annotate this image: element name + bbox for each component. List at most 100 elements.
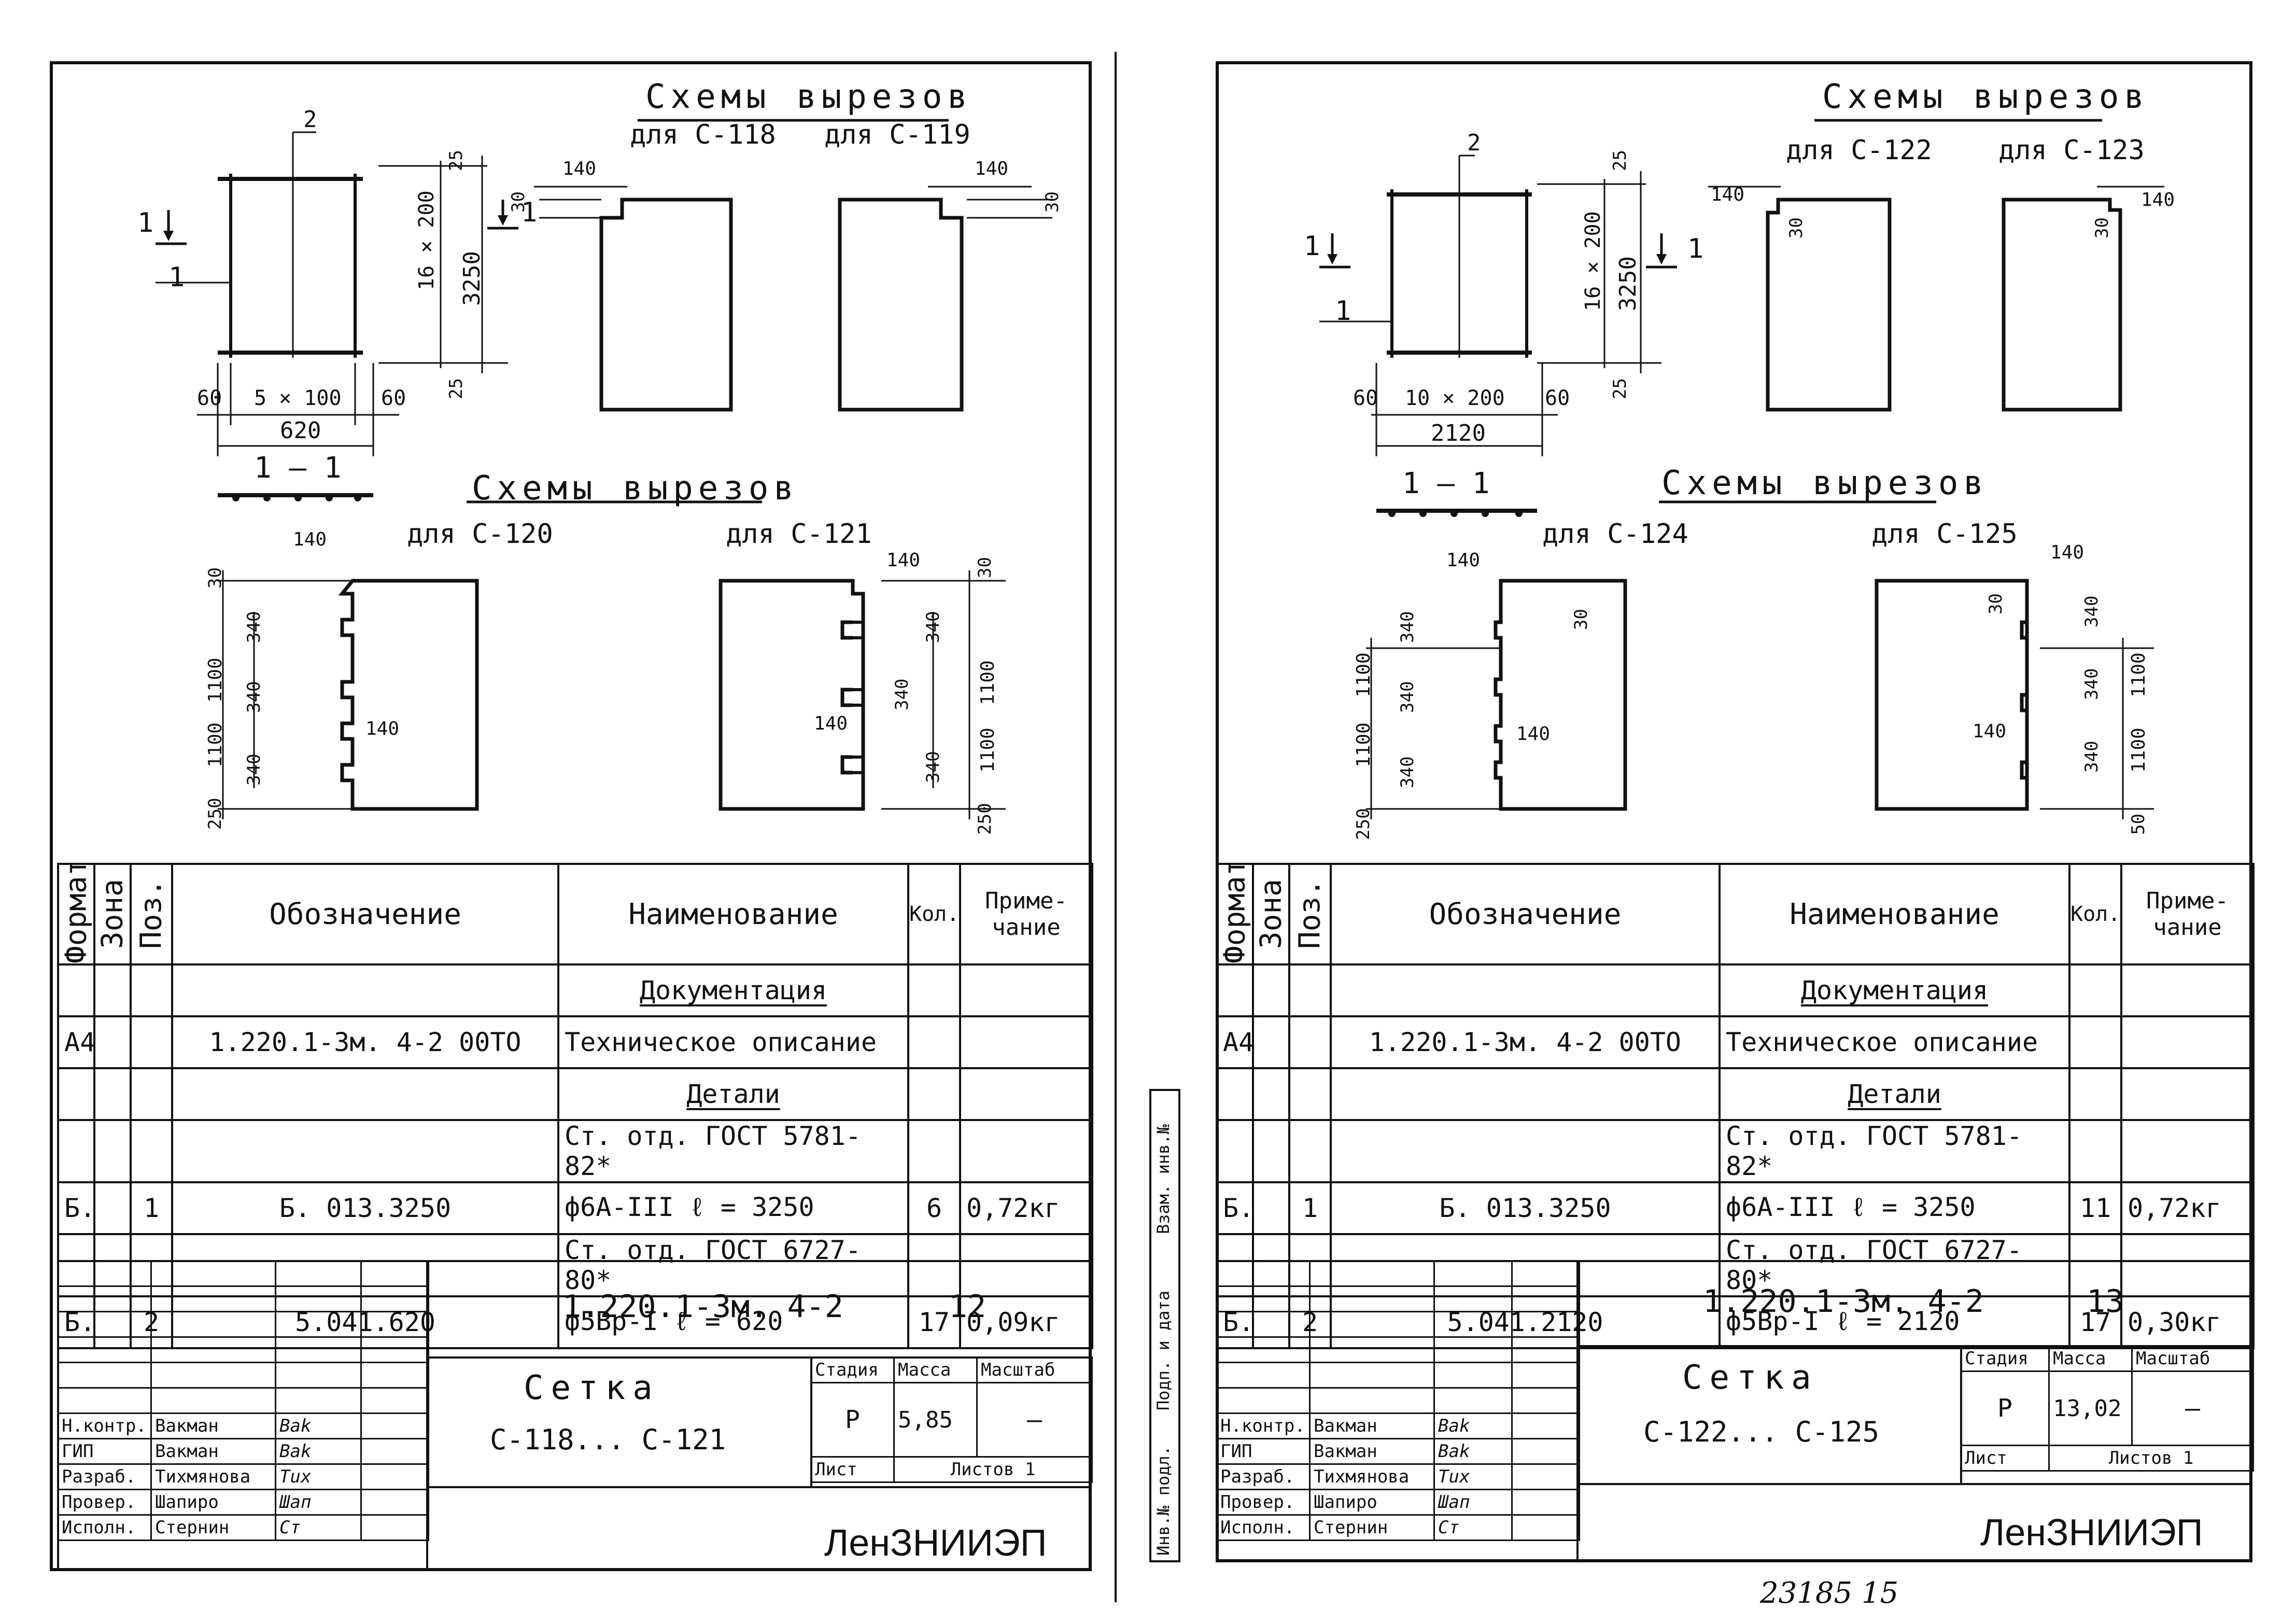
side-strip: [1149, 1089, 1180, 1562]
col-note: Приме-чание: [2120, 863, 2255, 966]
role: Разраб.: [57, 1463, 152, 1490]
cell-zone: [1252, 1181, 1290, 1235]
drawing-area: [1319, 119, 2164, 819]
cell-designation: [171, 1067, 559, 1121]
doc-subtitle: С-122... С-125: [1643, 1416, 1880, 1448]
mass-label: Масса: [2048, 1345, 2133, 1372]
col-name: Наименование: [1719, 863, 2070, 966]
role: Провер.: [57, 1489, 152, 1516]
cuts-title: Схемы вырезов: [645, 78, 973, 116]
cell-format: [1216, 1067, 1254, 1121]
cell-qty: [2068, 1233, 2122, 1297]
drawing-sheet-right: Схемы вырезов для С-122 для С-123 2 1 1 …: [1148, 0, 2296, 1623]
cell-qty: [907, 1119, 961, 1183]
b-slot-b2: 340: [2081, 668, 2102, 700]
cell-qty: [907, 1233, 961, 1297]
cell-zone: [1252, 1067, 1290, 1121]
dim-edge-top: 25: [446, 150, 467, 171]
cell-note: 0,09кг: [959, 1295, 1093, 1349]
col-designation: Обозначение: [1330, 863, 1721, 966]
cell-qty: [907, 1067, 961, 1121]
mass-label: Масса: [893, 1356, 978, 1383]
b-w-b: 140: [2050, 542, 2084, 563]
cell-pos: [1288, 963, 1332, 1017]
cell-note: [2120, 1119, 2255, 1183]
cut-h-b: 30: [1042, 191, 1063, 213]
dim-top-left: 2: [1467, 130, 1481, 156]
spec-row: Ст. отд. ГОСТ 5781-82*: [57, 1119, 1093, 1183]
section-label: 1 — 1: [1402, 467, 1490, 500]
cell-qty: 17: [907, 1295, 961, 1349]
signature: Шап: [275, 1489, 362, 1516]
cut-w-b: 140: [2141, 189, 2175, 211]
role: Н.контр.: [57, 1412, 152, 1439]
cell-pos: 1: [130, 1181, 173, 1235]
role: Исполн.: [57, 1514, 152, 1541]
b-slot-b1: 340: [923, 611, 943, 643]
cell-qty: 6: [907, 1181, 961, 1235]
drawing-area: [156, 119, 1052, 819]
role: Провер.: [1216, 1489, 1311, 1516]
side-strip-replace: Взам. инв.№: [1153, 1124, 1173, 1234]
b-w-mid-a: 140: [365, 718, 400, 739]
dim-cols: 5 × 100: [254, 386, 342, 410]
cuts-title-2: Схемы вырезов: [472, 469, 799, 508]
cell-designation: 1.220.1-3м. 4-2 00ТО: [1330, 1015, 1721, 1069]
b-slot-1: 340: [1397, 611, 1418, 643]
role: Исполн.: [1216, 1514, 1311, 1541]
doc-subtitle: С-118... С-121: [490, 1423, 726, 1456]
cell-pos: [1288, 1015, 1332, 1069]
side-strip-inv: Инв.№ подл.: [1153, 1446, 1173, 1556]
mesh-plan: [156, 119, 1052, 819]
cut-label-c121: для С-121: [726, 519, 872, 550]
org-name: ЛенЗНИИЭП: [1980, 1512, 2203, 1554]
sheet-divider: [1115, 52, 1117, 1602]
org-name: ЛенЗНИИЭП: [824, 1522, 1047, 1564]
b-h-a: 30: [1571, 609, 1591, 630]
cell-qty: [2068, 1067, 2122, 1121]
signature: Bak: [275, 1412, 362, 1439]
signature: Шап: [1433, 1489, 1513, 1516]
cell-name: Ст. отд. ГОСТ 5781-82*: [1719, 1119, 2070, 1183]
cell-zone: [1252, 1015, 1290, 1069]
col-pos: Поз.: [131, 864, 172, 964]
cell-designation: [1330, 1119, 1721, 1183]
cell-name: ф6А-III ℓ = 3250: [1719, 1181, 2070, 1235]
person-name: Стернин: [1309, 1514, 1435, 1541]
scale-value: —: [976, 1382, 1093, 1458]
col-note: Приме-чание: [959, 863, 1093, 966]
sheet-label: Лист: [810, 1456, 895, 1483]
b-w-b: 140: [886, 550, 921, 571]
dim-rows: 16 × 200: [1581, 211, 1605, 311]
cell-name: ф6А-III ℓ = 3250: [557, 1181, 909, 1235]
dim-side-left: 60: [197, 386, 222, 410]
cell-pos: [1288, 1119, 1332, 1183]
dim-total-width: 620: [280, 417, 321, 444]
signature: Bak: [1433, 1412, 1513, 1439]
person-name: Вакман: [1309, 1412, 1435, 1439]
signature: Bak: [275, 1438, 362, 1465]
scale-value: —: [2131, 1370, 2254, 1446]
cell-qty: [907, 963, 961, 1017]
cut-h-a: 30: [1786, 217, 1807, 239]
cut-h-b: 30: [2092, 217, 2112, 239]
b-slot-b1: 340: [2081, 595, 2102, 627]
cell-zone: [93, 1067, 132, 1121]
cell-name: Документация: [1719, 963, 2070, 1017]
scale-label: Масштаб: [2131, 1345, 2254, 1372]
sheet-label: Лист: [1960, 1445, 2050, 1472]
dim-edge-top: 25: [1610, 150, 1630, 171]
b-slot-b3: 340: [923, 751, 943, 783]
b-slot-b2: 340: [892, 678, 912, 710]
b-span-b2: 1100: [977, 727, 998, 773]
cell-name: Детали: [1719, 1067, 2070, 1121]
rod-mark: 1: [1335, 296, 1351, 327]
role: Разраб.: [1216, 1463, 1311, 1490]
cell-qty: [907, 1015, 961, 1069]
